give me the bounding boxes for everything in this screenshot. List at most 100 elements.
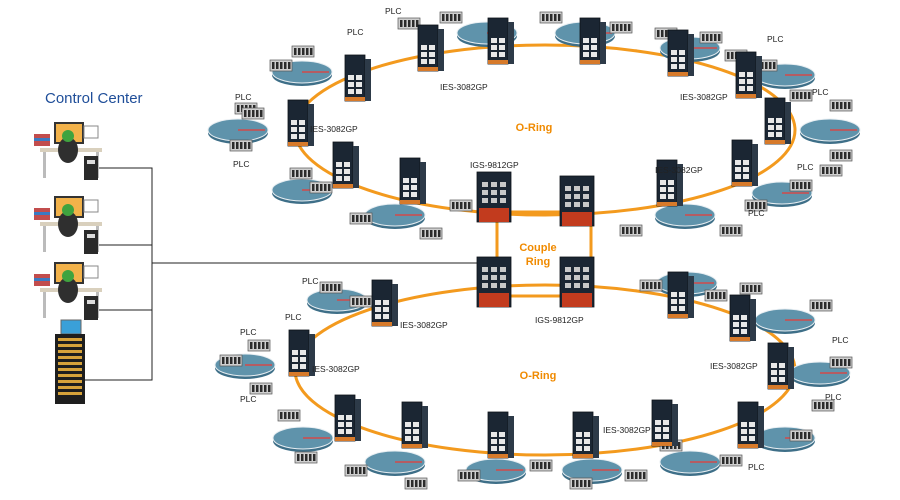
server-rack-icon bbox=[55, 319, 85, 404]
edge-switch-label: IES-3082GP bbox=[710, 361, 758, 371]
industrial-switch-icon bbox=[399, 157, 426, 205]
couple-ring-link bbox=[495, 210, 593, 298]
industrial-switch-icon bbox=[667, 271, 694, 319]
plc-label: PLC bbox=[767, 34, 784, 44]
industrial-switch-icon bbox=[735, 51, 762, 99]
plc-module-icon bbox=[744, 199, 768, 212]
plc-module-icon bbox=[529, 459, 553, 472]
core-switch-icon bbox=[476, 171, 512, 223]
plc-module-icon bbox=[699, 31, 723, 44]
plc-module-icon bbox=[291, 45, 315, 58]
edge-switch-label: IES-3082GP bbox=[440, 82, 488, 92]
industrial-switch-icon bbox=[371, 279, 398, 327]
plc-module-icon bbox=[829, 356, 853, 369]
plc-label: PLC bbox=[832, 335, 849, 345]
plc-module-icon bbox=[639, 279, 663, 292]
plc-module-icon bbox=[624, 469, 648, 482]
plc-module-icon bbox=[789, 429, 813, 442]
couple-ring-label-line1: Couple bbox=[519, 242, 556, 254]
core-switch-icon bbox=[476, 256, 512, 308]
edge-switch-label: IES-3082GP bbox=[603, 425, 651, 435]
core-switch-icon bbox=[559, 175, 595, 227]
industrial-switch-icon bbox=[487, 17, 514, 65]
edge-switch-label: IES-3082GP bbox=[312, 364, 360, 374]
plc-module-icon bbox=[277, 409, 301, 422]
industrial-switch-icon bbox=[651, 399, 678, 447]
machine-disk-icon bbox=[207, 118, 269, 144]
industrial-switch-icon bbox=[656, 159, 683, 207]
machine-disk-icon bbox=[465, 458, 527, 484]
machine-disk-icon bbox=[659, 450, 721, 476]
plc-module-icon bbox=[229, 139, 253, 152]
industrial-switch-icon bbox=[487, 411, 514, 459]
industrial-switch-icon bbox=[767, 342, 794, 390]
plc-module-icon bbox=[619, 224, 643, 237]
industrial-switch-icon bbox=[764, 97, 791, 145]
industrial-switch-icon bbox=[729, 294, 756, 342]
machine-disk-icon bbox=[272, 426, 334, 452]
plc-label: PLC bbox=[347, 27, 364, 37]
industrial-switch-icon bbox=[737, 401, 764, 449]
plc-module-icon bbox=[789, 179, 813, 192]
machine-disk-icon bbox=[754, 308, 816, 334]
core-switch-label-top: IGS-9812GP bbox=[470, 160, 519, 170]
plc-module-icon bbox=[449, 199, 473, 212]
plc-module-icon bbox=[609, 21, 633, 34]
plc-label: PLC bbox=[240, 394, 257, 404]
industrial-switch-icon bbox=[287, 99, 314, 147]
industrial-switch-icon bbox=[401, 401, 428, 449]
plc-module-icon bbox=[457, 469, 481, 482]
machine-disk-icon bbox=[799, 118, 861, 144]
plc-module-icon bbox=[739, 282, 763, 295]
plc-module-icon bbox=[309, 181, 333, 194]
plc-module-icon bbox=[789, 89, 813, 102]
plc-module-icon bbox=[419, 227, 443, 240]
industrial-switch-icon bbox=[332, 141, 359, 189]
plc-module-icon bbox=[344, 464, 368, 477]
plc-module-icon bbox=[319, 281, 343, 294]
industrial-switch-icon bbox=[731, 139, 758, 187]
plc-module-icon bbox=[404, 477, 428, 490]
industrial-switch-icon bbox=[667, 29, 694, 77]
edge-switch-label: IES-3082GP bbox=[680, 92, 728, 102]
plc-label: PLC bbox=[385, 6, 402, 16]
core-switch-icon bbox=[559, 256, 595, 308]
industrial-switch-icon bbox=[417, 24, 444, 72]
plc-module-icon bbox=[269, 59, 293, 72]
plc-module-icon bbox=[349, 295, 373, 308]
couple-ring-label-line2: Ring bbox=[526, 256, 550, 268]
edge-switch-label: IES-3082GP bbox=[400, 320, 448, 330]
plc-module-icon bbox=[247, 339, 271, 352]
plc-module-icon bbox=[819, 164, 843, 177]
industrial-switch-icon bbox=[334, 394, 361, 442]
plc-module-icon bbox=[704, 289, 728, 302]
machine-disk-icon bbox=[364, 203, 426, 229]
industrial-switch-icon bbox=[344, 54, 371, 102]
operator-workstation-icon bbox=[34, 262, 102, 320]
plc-label: PLC bbox=[797, 162, 814, 172]
operator-workstation-icon bbox=[34, 122, 102, 180]
plc-module-icon bbox=[289, 167, 313, 180]
plc-label: PLC bbox=[748, 208, 765, 218]
plc-label: PLC bbox=[812, 87, 829, 97]
plc-module-icon bbox=[809, 299, 833, 312]
plc-label: PLC bbox=[302, 276, 319, 286]
bottom-ring-label: O-Ring bbox=[520, 370, 557, 382]
plc-module-icon bbox=[397, 17, 421, 30]
plc-label: PLC bbox=[235, 92, 252, 102]
plc-label: PLC bbox=[233, 159, 250, 169]
plc-module-icon bbox=[539, 11, 563, 24]
core-switch-label-bottom: IGS-9812GP bbox=[535, 315, 584, 325]
plc-module-icon bbox=[829, 99, 853, 112]
plc-module-icon bbox=[241, 107, 265, 120]
plc-module-icon bbox=[829, 149, 853, 162]
industrial-switch-icon bbox=[572, 411, 599, 459]
plc-module-icon bbox=[294, 451, 318, 464]
plc-label: PLC bbox=[748, 462, 765, 472]
plc-label: PLC bbox=[285, 312, 302, 322]
machine-disk-icon bbox=[364, 450, 426, 476]
edge-switch-label: IES-3082GP bbox=[655, 165, 703, 175]
plc-module-icon bbox=[719, 454, 743, 467]
plc-module-icon bbox=[811, 399, 835, 412]
